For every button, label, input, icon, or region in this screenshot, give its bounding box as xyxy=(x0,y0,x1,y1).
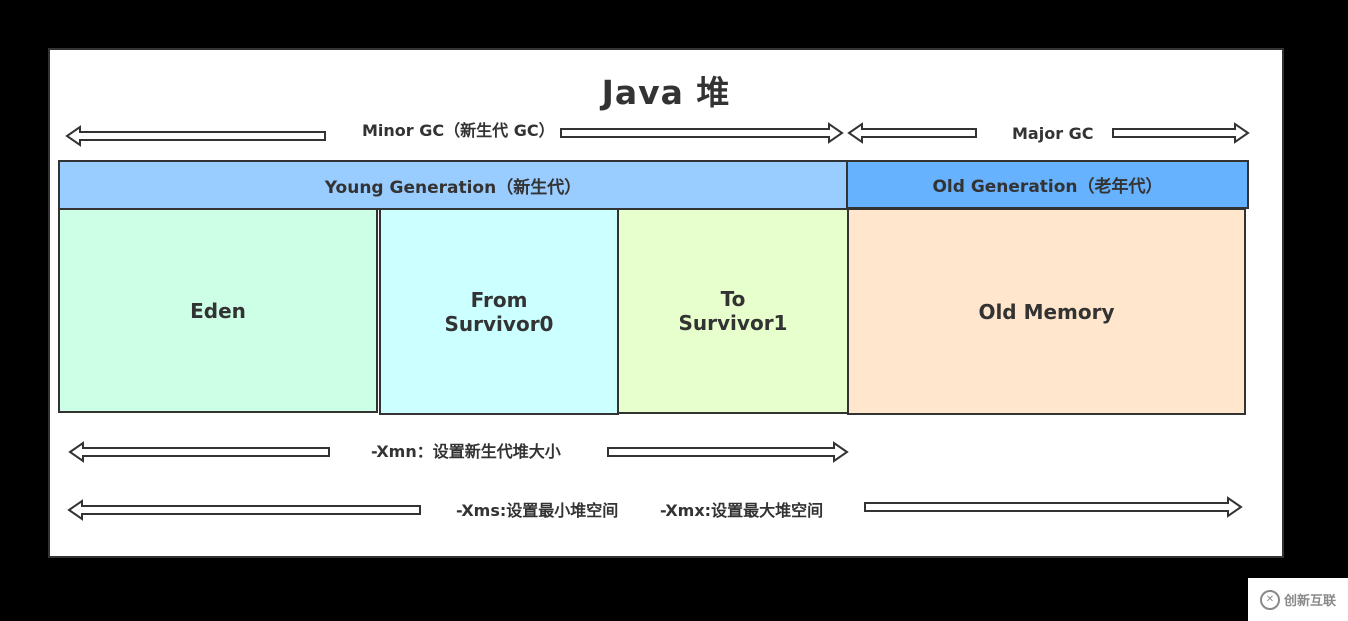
old-memory-area: Old Memory xyxy=(847,208,1246,415)
to-survivor-line1: To xyxy=(720,287,746,311)
minor-gc-arrow-right xyxy=(560,122,844,144)
xms-arrow-left xyxy=(67,499,421,521)
xms-label: -Xms:设置最小堆空间 xyxy=(456,501,619,520)
from-survivor-area: From Survivor0 xyxy=(379,208,619,415)
young-generation-header: Young Generation（新生代） xyxy=(58,160,848,210)
xmx-label: -Xmx:设置最大堆空间 xyxy=(660,501,824,520)
from-survivor-line2: Survivor0 xyxy=(444,311,554,336)
major-gc-arrow-left xyxy=(847,122,977,144)
minor-gc-label: Minor GC（新生代 GC） xyxy=(362,121,555,140)
major-gc-arrow-right xyxy=(1112,122,1250,144)
xmn-arrow-right xyxy=(607,441,849,463)
watermark-text: 创新互联 xyxy=(1283,594,1336,609)
old-generation-header: Old Generation（老年代） xyxy=(846,160,1249,209)
eden-area: Eden xyxy=(58,208,378,413)
to-survivor-line2: Survivor1 xyxy=(678,311,788,335)
xmn-arrow-left xyxy=(68,441,330,463)
xmn-label: -Xmn：设置新生代堆大小 xyxy=(371,442,561,461)
to-survivor-area: To Survivor1 xyxy=(617,208,849,414)
xmx-arrow-right xyxy=(864,496,1243,518)
major-gc-label: Major GC xyxy=(1012,124,1094,143)
from-survivor-line1: From xyxy=(470,287,528,312)
minor-gc-arrow-left xyxy=(65,125,326,147)
watermark: ✕ 创新互联 xyxy=(1248,578,1348,621)
diagram-title: Java 堆 xyxy=(601,73,731,112)
logo-icon: ✕ xyxy=(1259,589,1280,610)
